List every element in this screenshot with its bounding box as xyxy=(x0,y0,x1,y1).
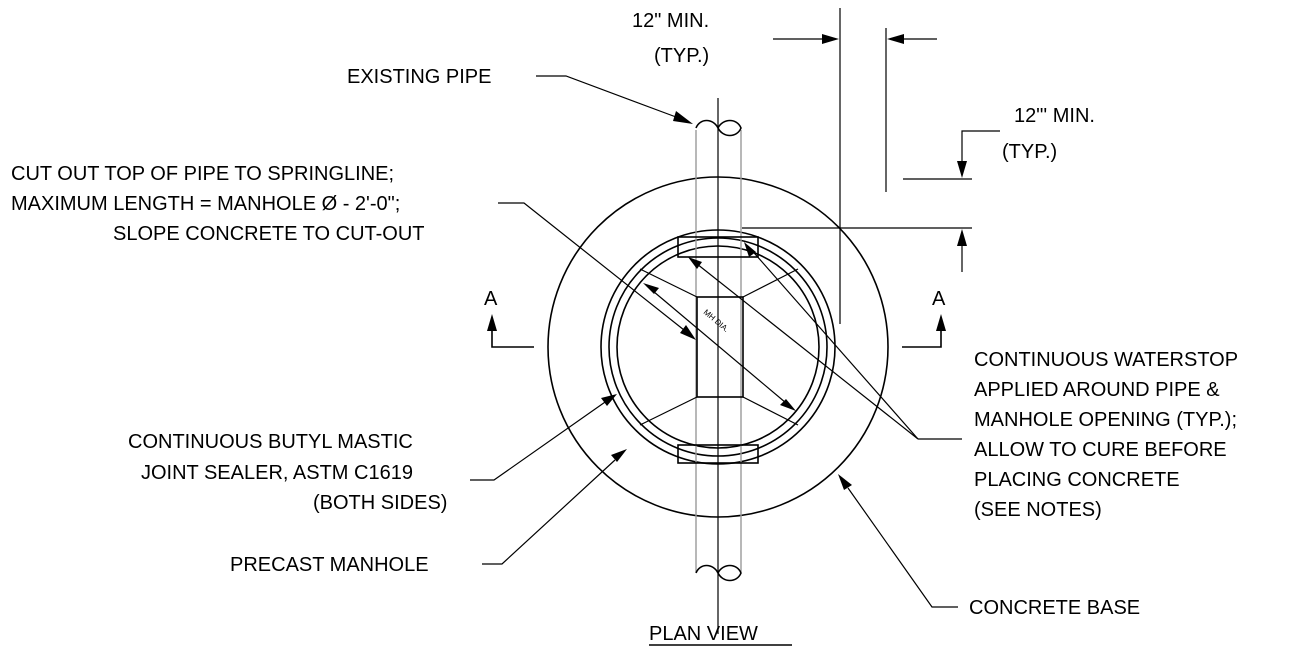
butyl-leader xyxy=(470,399,609,481)
waterstop-block-bottom xyxy=(677,444,759,464)
dim-right-leader-top xyxy=(961,130,1000,162)
waterstop-line1: CONTINUOUS WATERSTOP xyxy=(974,349,1238,371)
title-text: PLAN VIEW xyxy=(649,623,758,645)
section-right-letter: A xyxy=(932,288,946,310)
dim-right-arrowhead-top xyxy=(957,161,967,178)
cut-out-leader xyxy=(498,202,685,331)
callout-precast: PRECAST MANHOLE xyxy=(230,449,627,576)
precast-leader xyxy=(482,459,616,565)
cut-out-arrowhead xyxy=(680,325,696,340)
dim-right-arrowhead-bottom xyxy=(957,229,967,246)
mh-dia-dimension-line xyxy=(646,285,793,409)
mh-dia-arrowhead-upper xyxy=(643,283,659,294)
callout-concrete-base: CONCRETE BASE xyxy=(838,474,1140,619)
pipe-cutout-rect xyxy=(696,296,744,398)
existing-pipe-leader xyxy=(536,75,677,118)
bench-line-lower-left xyxy=(639,396,698,426)
cut-out-line2: MAXIMUM LENGTH = MANHOLE Ø - 2'-0"; xyxy=(11,193,400,215)
dim-top-arrowhead-right xyxy=(887,34,904,44)
butyl-arrowhead xyxy=(601,394,617,406)
callout-existing-pipe: EXISTING PIPE xyxy=(347,66,693,124)
existing-pipe-label: EXISTING PIPE xyxy=(347,66,491,88)
bench-line-upper-left xyxy=(639,268,698,298)
waterstop-line2: APPLIED AROUND PIPE & xyxy=(974,379,1220,401)
waterstop-line3: MANHOLE OPENING (TYP.); xyxy=(974,409,1237,431)
section-left-arrowhead xyxy=(487,314,497,331)
butyl-line2: JOINT SEALER, ASTM C1619 xyxy=(141,462,413,484)
manhole-geometry: MH DIA. xyxy=(547,98,889,634)
precast-label: PRECAST MANHOLE xyxy=(230,554,429,576)
mh-dia-label: MH DIA. xyxy=(702,308,731,334)
precast-arrowhead xyxy=(611,449,627,462)
callout-cut-out: CUT OUT TOP OF PIPE TO SPRINGLINE; MAXIM… xyxy=(11,163,696,340)
section-left-letter: A xyxy=(484,288,498,310)
concrete-base-leader xyxy=(847,487,958,608)
waterstop-line6: (SEE NOTES) xyxy=(974,499,1102,521)
waterstop-leader-a xyxy=(691,259,919,440)
drawing-title: PLAN VIEW xyxy=(649,623,792,646)
pipe-break-top xyxy=(695,119,742,137)
concrete-base-arrowhead xyxy=(838,474,852,490)
callout-waterstop: CONTINUOUS WATERSTOP APPLIED AROUND PIPE… xyxy=(688,242,1238,521)
butyl-line3: (BOTH SIDES) xyxy=(313,492,447,514)
dimension-12in-top: 12" MIN. (TYP.) xyxy=(632,8,937,324)
callout-butyl: CONTINUOUS BUTYL MASTIC JOINT SEALER, AS… xyxy=(128,394,617,514)
waterstop-line4: ALLOW TO CURE BEFORE xyxy=(974,439,1227,461)
dimension-12in-right: 12"' MIN. (TYP.) xyxy=(742,105,1095,272)
mh-dia-arrowhead-lower xyxy=(780,399,796,411)
waterstop-block-top xyxy=(677,236,759,258)
cut-out-line3: SLOPE CONCRETE TO CUT-OUT xyxy=(113,223,425,245)
waterstop-arrowhead-b xyxy=(744,242,756,257)
concrete-base-label: CONCRETE BASE xyxy=(969,597,1140,619)
bench-line-upper-right xyxy=(742,268,799,298)
dim-top-line2: (TYP.) xyxy=(654,45,709,67)
dim-top-line1: 12" MIN. xyxy=(632,10,709,32)
section-right-arrowhead xyxy=(936,314,946,331)
section-marker-left: A xyxy=(484,288,534,348)
bench-line-lower-right xyxy=(742,396,799,426)
pipe-break-bottom xyxy=(695,564,742,582)
dim-right-line1: 12"' MIN. xyxy=(1014,105,1095,127)
waterstop-leader-b xyxy=(747,245,919,440)
section-left-line xyxy=(491,330,534,348)
dim-right-line2: (TYP.) xyxy=(1002,141,1057,163)
butyl-line1: CONTINUOUS BUTYL MASTIC xyxy=(128,431,413,453)
section-right-line xyxy=(902,330,942,348)
waterstop-line5: PLACING CONCRETE xyxy=(974,469,1180,491)
section-marker-right: A xyxy=(902,288,946,348)
cut-out-line1: CUT OUT TOP OF PIPE TO SPRINGLINE; xyxy=(11,163,394,185)
existing-pipe-arrowhead xyxy=(673,111,693,124)
dim-top-arrowhead-left xyxy=(822,34,839,44)
waterstop-arrowhead-a xyxy=(688,257,702,269)
